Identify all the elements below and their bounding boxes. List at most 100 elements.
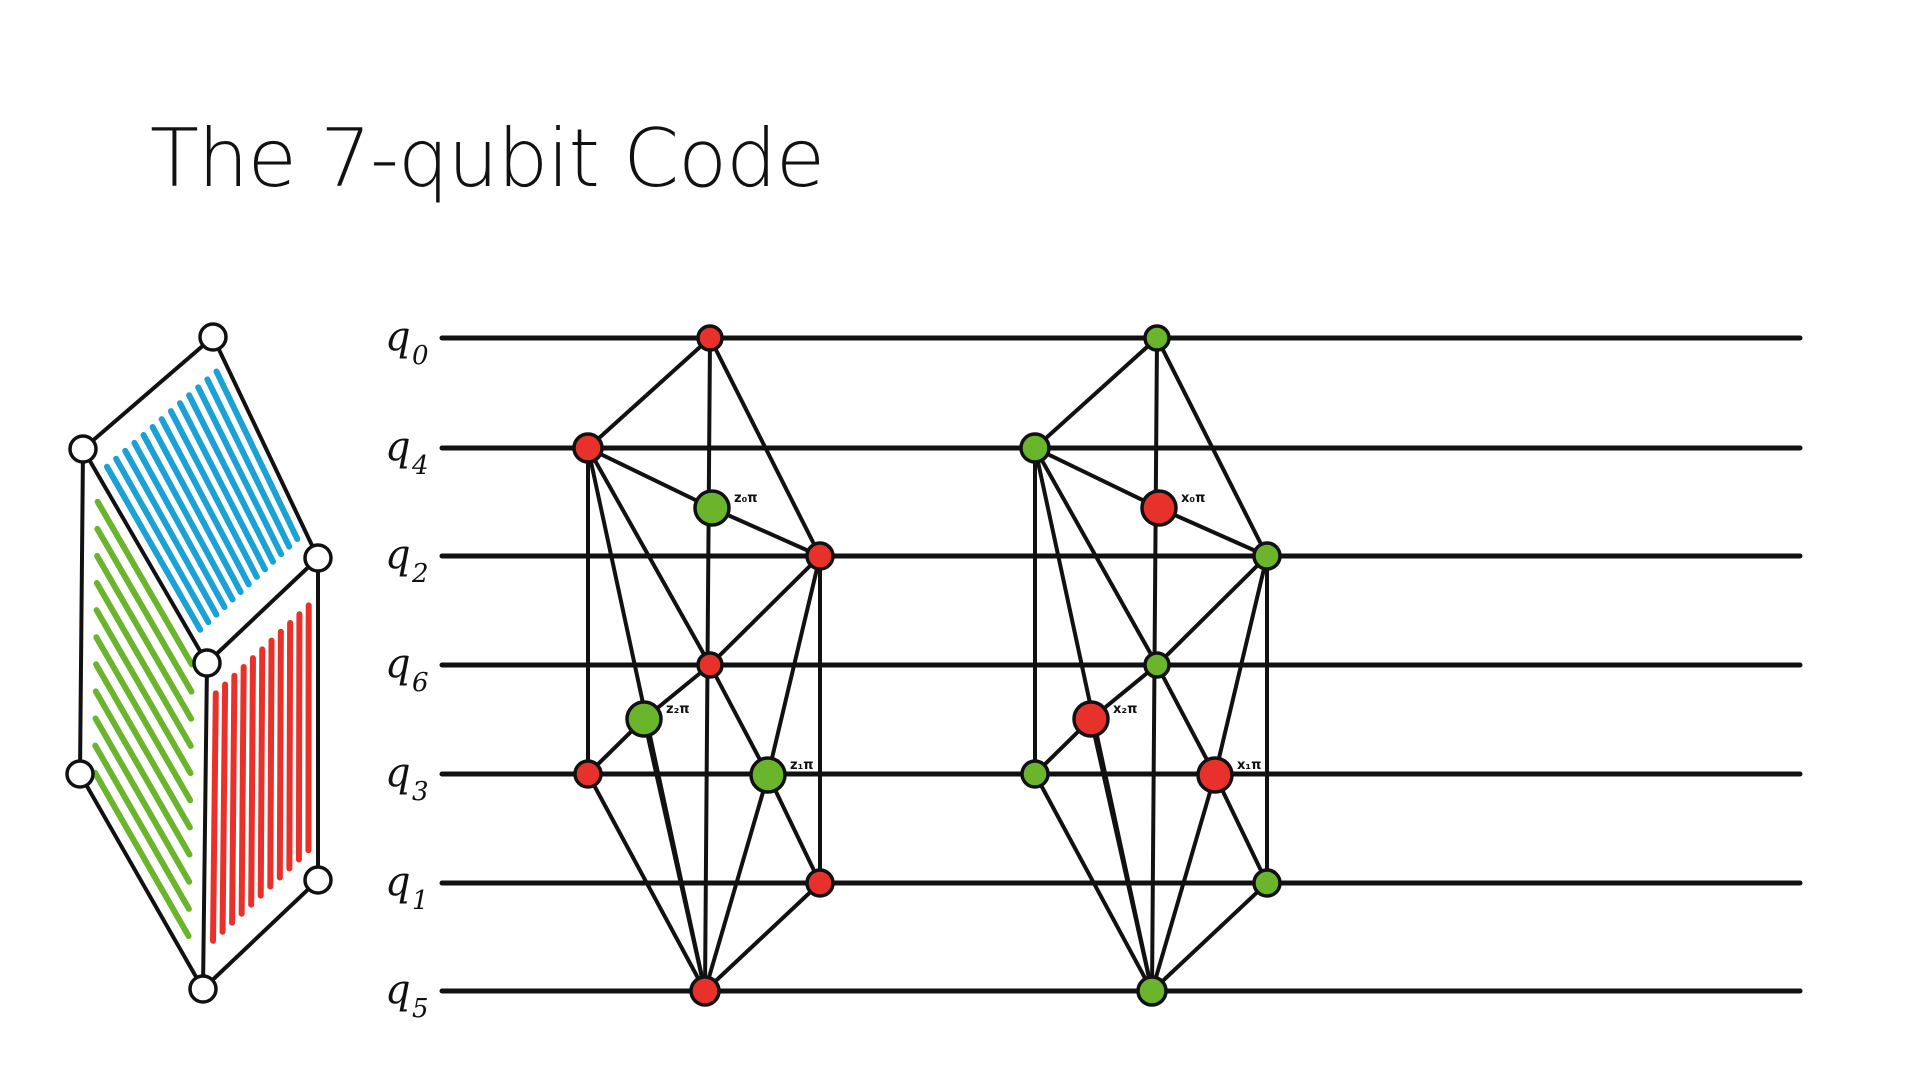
code-cell-vertex-tl xyxy=(68,434,98,464)
x-qubit-node-6 xyxy=(1143,651,1171,679)
qubit-index-5: 5 xyxy=(412,994,429,1024)
qubit-label-4: q xyxy=(385,424,411,470)
z-edge-f1-q5 xyxy=(703,773,770,993)
code-cell-top-face-stroke xyxy=(113,455,212,626)
code-cell-edge xyxy=(81,447,209,665)
qubit-wires xyxy=(439,335,1803,994)
code-cell-right-face-stroke xyxy=(257,646,266,899)
code-cell-left-face-stroke xyxy=(92,715,193,885)
z-qubit-node-6 xyxy=(696,651,724,679)
x-edge-f0-q2 xyxy=(1157,506,1269,558)
x-face-label-1: x₂π xyxy=(1113,702,1137,717)
code-cell-edge xyxy=(78,772,205,991)
z-edge-f1-q1 xyxy=(766,773,822,885)
code-cell-left-face-stroke xyxy=(92,742,192,912)
x-edge-q1-q5 xyxy=(1150,881,1269,993)
x-edge-q0-q2 xyxy=(1155,336,1269,558)
code-cell-top-face-stroke xyxy=(167,408,260,580)
code-cell-top-face-stroke xyxy=(195,384,285,558)
z-edge-f2-q5 xyxy=(642,717,707,993)
x-edge-f2-q5 xyxy=(1089,717,1154,993)
code-cell-right-face-stroke xyxy=(267,637,275,890)
z-edge-q1-q5 xyxy=(703,881,822,993)
qubit-label-1: q xyxy=(385,859,411,905)
code-cell-right-face-stroke xyxy=(238,663,247,917)
z-edge-q3-q5 xyxy=(586,772,707,993)
code-cell-vertex-ml xyxy=(65,759,95,789)
code-cell-vertex-br xyxy=(303,865,333,895)
x-qubit-node-0 xyxy=(1143,324,1171,352)
z-edge-q0-q2 xyxy=(708,336,822,558)
code-cell-top-face-stroke xyxy=(140,431,236,603)
x-qubit-node-4 xyxy=(1019,432,1051,464)
code-cell-left-face-stroke xyxy=(93,580,194,749)
code-cell-top-face-stroke xyxy=(122,447,220,618)
qubit-label-5: q xyxy=(385,967,411,1013)
qubit-index-2: 2 xyxy=(411,559,429,589)
x-edge-q4-f0 xyxy=(1033,446,1161,510)
code-cell-left-face xyxy=(92,498,195,940)
code-cell-left-face-stroke xyxy=(92,769,192,940)
code-cell-edge xyxy=(205,556,320,665)
code-cell-top-face-stroke xyxy=(149,424,244,595)
x-face-node-1 xyxy=(1072,700,1110,738)
code-cell-right-face-stroke xyxy=(219,681,229,935)
z-edge-q4-q6 xyxy=(586,446,712,667)
qubit-index-3: 3 xyxy=(412,777,429,807)
code-cell-left-face-stroke xyxy=(93,607,194,777)
code-cell-top-face-stroke xyxy=(213,368,301,543)
code-cell-top-face-stroke xyxy=(131,439,228,611)
x-edge-q3-q5 xyxy=(1033,772,1154,993)
z-face-node-1 xyxy=(625,700,663,738)
x-face-node-2 xyxy=(1196,756,1234,794)
code-cell-right-face-stroke xyxy=(276,628,284,881)
code-cell-right-face xyxy=(210,602,312,944)
x-qubit-node-1 xyxy=(1252,868,1282,898)
code-cell-top-face-stroke xyxy=(176,400,268,573)
qubit-label-2: q xyxy=(385,532,411,578)
z-face-node-2 xyxy=(749,756,787,794)
x-face-label-0: x₀π xyxy=(1181,491,1205,506)
code-cell-right-face-stroke xyxy=(229,672,238,926)
z-face-label-1: z₂π xyxy=(666,702,690,717)
code-cell-vertex-mr xyxy=(303,543,333,573)
qubit-label-0: q xyxy=(385,314,411,360)
code-cell-right-face-stroke xyxy=(248,655,256,908)
z-qubit-node-3 xyxy=(573,759,603,789)
x-qubit-node-2 xyxy=(1252,541,1282,571)
code-cell-vertex-c xyxy=(192,648,222,678)
code-cell-vertex-top xyxy=(198,322,228,352)
qubit-label-6: q xyxy=(385,641,411,687)
qubit-index-0: 0 xyxy=(412,341,429,371)
page-title: The 7-qubit Code xyxy=(150,112,825,205)
z-qubit-node-4 xyxy=(572,432,604,464)
code-cell-top-face-stroke xyxy=(186,392,277,565)
code-cell-left-face-stroke xyxy=(94,525,195,695)
code-cell-left-face-stroke xyxy=(93,661,193,831)
x-edge-q6-f1 xyxy=(1155,663,1217,777)
code-cell-top-face-stroke xyxy=(104,463,204,633)
z-face-label-0: z₀π xyxy=(734,491,758,506)
z-qubit-node-2 xyxy=(805,541,835,571)
z-edge-q2-q6 xyxy=(708,554,822,667)
z-edge-q6-f1 xyxy=(708,663,770,777)
x-face-label-2: x₁π xyxy=(1237,758,1261,773)
x-qubit-node-5 xyxy=(1136,975,1168,1007)
code-cell-edge xyxy=(78,447,85,776)
code-cell-illustration xyxy=(65,322,333,1004)
x-edge-q2-f1 xyxy=(1213,554,1269,777)
code-cell-right-face-stroke xyxy=(295,611,303,863)
code-cell-edge xyxy=(211,335,320,560)
x-face-node-0 xyxy=(1140,489,1178,527)
code-cell-top-face-stroke xyxy=(158,416,252,588)
z-edge-q0-q4 xyxy=(586,336,712,450)
code-cell-top-face xyxy=(104,368,301,633)
x-edge-q2-q6 xyxy=(1155,554,1269,667)
code-cell-left-face-stroke xyxy=(94,498,195,668)
x-edge-f1-q5 xyxy=(1150,773,1217,993)
code-cell-left-face-stroke xyxy=(92,688,193,858)
x-edge-f1-q1 xyxy=(1213,773,1269,885)
code-cell-top-face-stroke xyxy=(204,376,293,550)
